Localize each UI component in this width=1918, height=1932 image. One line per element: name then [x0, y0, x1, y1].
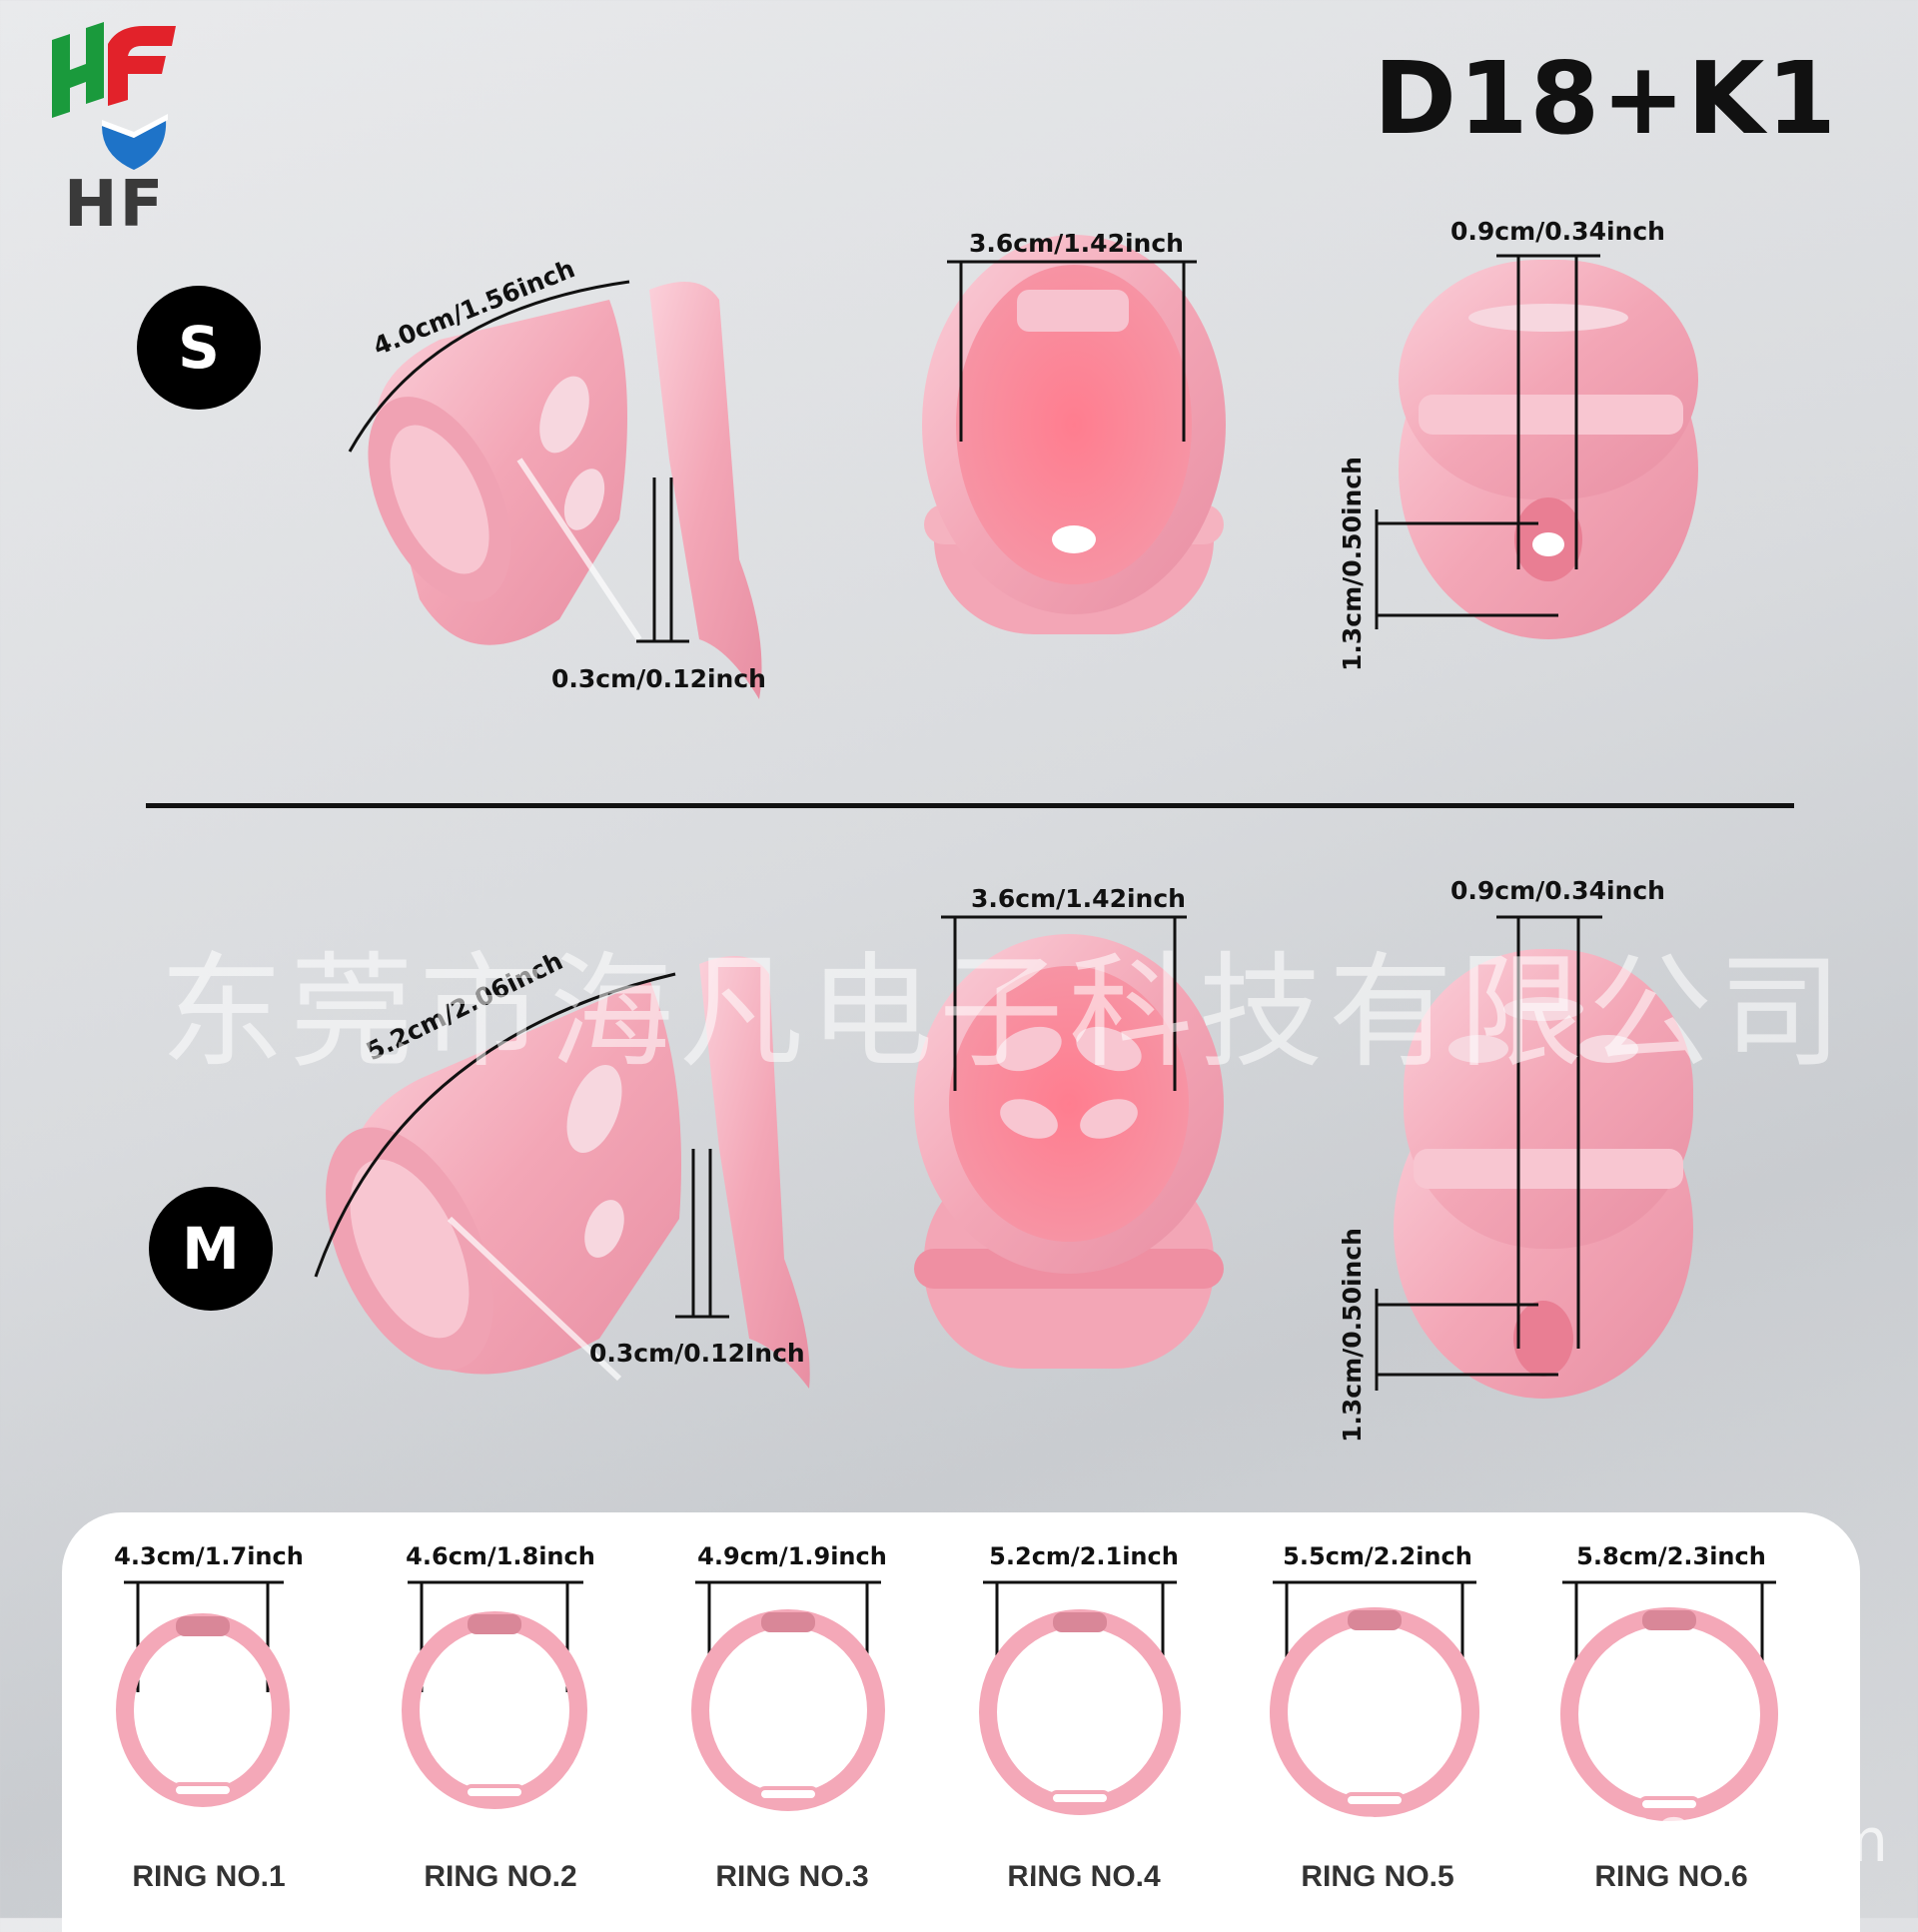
hf-logo	[52, 22, 176, 170]
model-title: D18+K1	[1373, 40, 1838, 157]
m-slot-height-marker	[1375, 1289, 1558, 1391]
ring-size-label: 5.8cm/2.3inch	[1576, 1542, 1766, 1570]
section-divider	[146, 803, 1794, 808]
ring-size-label: 4.3cm/1.7inch	[114, 1542, 304, 1570]
logo-shield-shape	[102, 120, 167, 170]
m-side-view	[326, 956, 810, 1389]
m-slot-height-label: 1.3cm/0.50inch	[1338, 1228, 1367, 1443]
m-back-view	[1394, 949, 1693, 1399]
ring-panel: 4.3cm/1.7inch RING NO.1 4.6cm/1.8inch RI…	[62, 1512, 1860, 1932]
s-slot-height-label: 1.3cm/0.50inch	[1338, 457, 1367, 671]
s-gap-marker	[636, 478, 689, 643]
s-slot-height-marker	[1375, 509, 1558, 629]
ring-shape	[116, 1580, 290, 1807]
m-gap-marker	[675, 1149, 729, 1319]
ring-label: RING NO.4	[1007, 1860, 1161, 1893]
ring-size-label: 4.6cm/1.8inch	[406, 1542, 595, 1570]
shop-watermark: shop38w513520902.1688.com	[909, 1806, 1891, 1876]
ring-shape	[691, 1580, 885, 1811]
ring-shape	[1270, 1580, 1479, 1817]
s-front-width-marker	[947, 260, 1197, 442]
ring-label: RING NO.2	[424, 1860, 577, 1893]
ring-item-2: 4.6cm/1.8inch RING NO.2	[356, 1512, 645, 1932]
m-slot-width-marker	[1496, 915, 1602, 1349]
ring-size-label: 5.2cm/2.1inch	[989, 1542, 1179, 1570]
product-illustration: 4.0cm/1.56inch 0.3cm/0.12inch 3.6cm/1.42…	[314, 217, 1698, 1443]
m-front-width-marker	[941, 915, 1187, 1091]
size-badge-m: M	[149, 1187, 273, 1311]
ring-item-4: 5.2cm/2.1inch RING NO.4	[939, 1512, 1229, 1932]
ring-item-1: 4.3cm/1.7inch RING NO.1	[64, 1512, 354, 1932]
ring-item-5: 5.5cm/2.2inch RING NO.5	[1233, 1512, 1522, 1932]
s-gap-label: 0.3cm/0.12inch	[551, 664, 766, 693]
ring-label: RING NO.6	[1594, 1860, 1748, 1893]
logo-h-shape	[52, 22, 104, 118]
logo-text: HF	[64, 168, 166, 242]
m-gap-label: 0.3cm/0.12Inch	[589, 1339, 805, 1368]
ring-shape	[402, 1580, 587, 1809]
ring-item-6: 5.8cm/2.3inch RING NO.6	[1526, 1512, 1816, 1932]
logo-f-shape	[108, 26, 176, 106]
ring-shape	[1560, 1580, 1778, 1821]
ring-item-3: 4.9cm/1.9inch RING NO.3	[647, 1512, 937, 1932]
m-front-view	[914, 934, 1224, 1369]
size-badge-s: S	[137, 286, 261, 410]
m-slot-width-label: 0.9cm/0.34inch	[1450, 876, 1665, 905]
s-slot-width-marker	[1496, 254, 1600, 569]
s-front-width-label: 3.6cm/1.42inch	[969, 229, 1184, 258]
ring-label: RING NO.1	[132, 1860, 286, 1893]
ring-size-label: 4.9cm/1.9inch	[697, 1542, 887, 1570]
company-watermark: 东莞市海凡电子科技有限公司	[160, 941, 1849, 1085]
s-front-view	[922, 235, 1226, 634]
s-side-length-arc	[348, 280, 630, 453]
m-side-length-arc	[314, 972, 676, 1278]
s-slot-width-label: 0.9cm/0.34inch	[1450, 217, 1665, 246]
s-side-view	[368, 282, 762, 699]
ring-shape	[979, 1580, 1181, 1815]
ring-size-label: 5.5cm/2.2inch	[1283, 1542, 1472, 1570]
m-front-width-label: 3.6cm/1.42inch	[971, 884, 1186, 913]
ring-label: RING NO.3	[715, 1860, 869, 1893]
ring-label: RING NO.5	[1301, 1860, 1454, 1893]
s-back-view	[1399, 260, 1698, 639]
